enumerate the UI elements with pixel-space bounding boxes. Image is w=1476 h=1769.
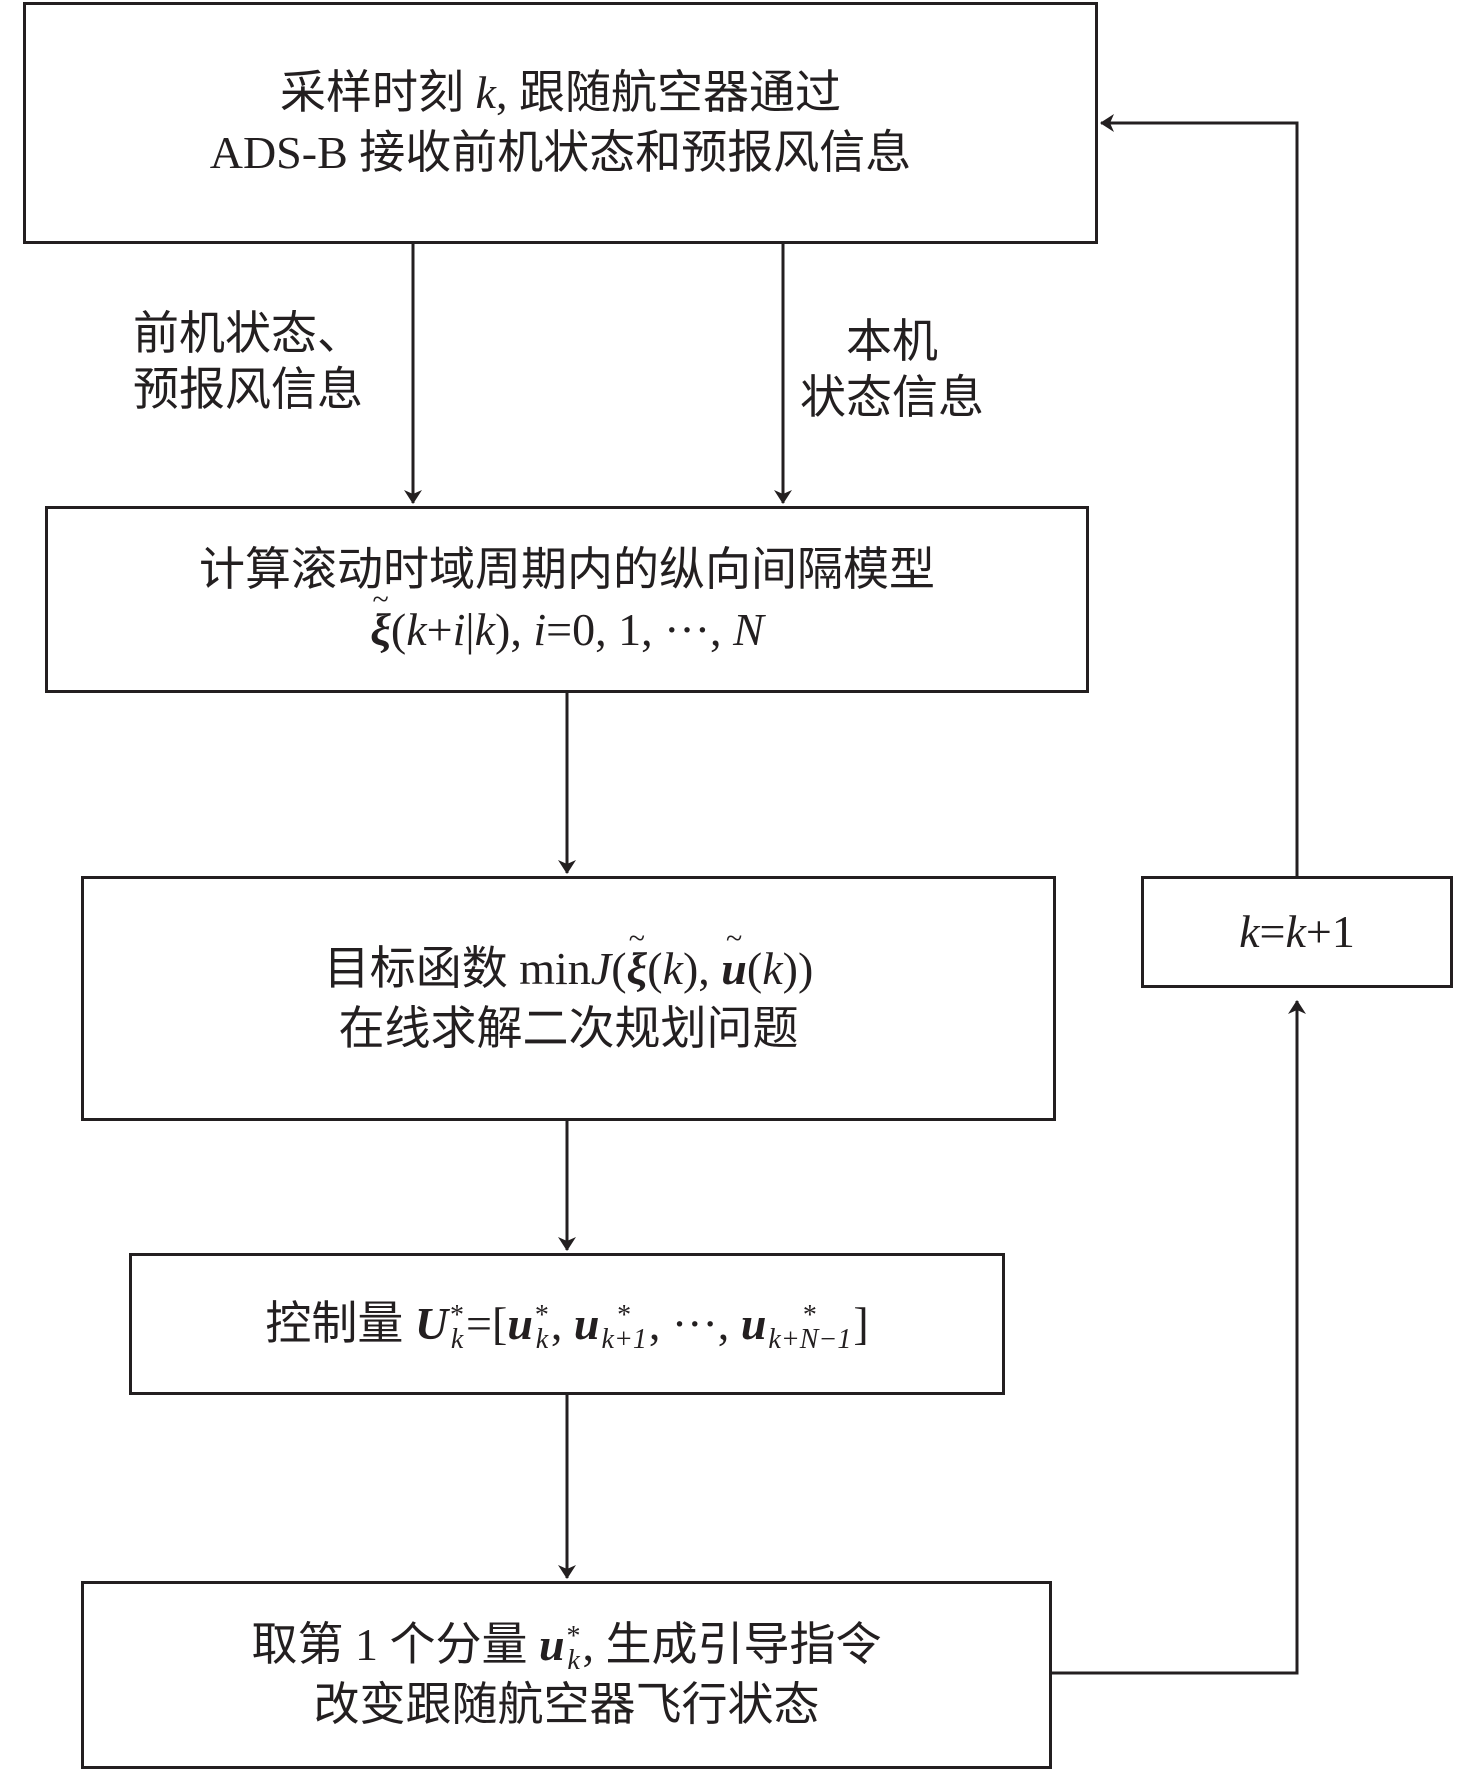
arrow-box5-loop xyxy=(1050,1000,1306,1675)
box-sampling: 采样时刻 k, 跟随航空器通过 ADS-B 接收前机状态和预报风信息 xyxy=(23,2,1098,244)
box-spacing-model-line1: 计算滚动时域周期内的纵向间隔模型 xyxy=(199,543,935,595)
box-spacing-model: 计算滚动时域周期内的纵向间隔模型 ξ(k+i|k), i=0, 1, ···, … xyxy=(45,506,1089,693)
box-guidance-line1: 取第 1 个分量 u*k, 生成引导指令 xyxy=(251,1619,882,1677)
box-increment-text: k=k+1 xyxy=(1239,906,1355,957)
box-guidance-line2: 改变跟随航空器飞行状态 xyxy=(313,1679,820,1730)
box-guidance: 取第 1 个分量 u*k, 生成引导指令 改变跟随航空器飞行状态 xyxy=(81,1581,1052,1769)
box-control: 控制量 U*k=[u*k, u*k+1, ···, u*k+N−1] xyxy=(129,1253,1005,1395)
label-own-line2: 状态信息 xyxy=(800,372,984,423)
box-objective-line2: 在线求解二次规划问题 xyxy=(338,1002,799,1054)
label-own-info: 本机 状态信息 xyxy=(800,314,984,426)
xi-symbol: ξ xyxy=(370,600,391,660)
box-objective-line1: 目标函数 minJ(ξ(k), u(k)) xyxy=(324,939,814,999)
box-increment: k=k+1 xyxy=(1141,876,1453,988)
label-leader-line2: 预报风信息 xyxy=(133,364,363,415)
box-sampling-line1: 采样时刻 k, 跟随航空器通过 xyxy=(280,63,841,123)
box-objective: 目标函数 minJ(ξ(k), u(k)) 在线求解二次规划问题 xyxy=(81,876,1056,1121)
label-own-line1: 本机 xyxy=(846,316,938,367)
box-sampling-line2: ADS-B 接收前机状态和预报风信息 xyxy=(209,127,912,178)
box-spacing-model-line2: ξ(k+i|k), i=0, 1, ···, N xyxy=(370,600,764,660)
text-a: 采样时刻 k, 跟随航空器通过 xyxy=(280,67,841,118)
box-control-line1: 控制量 U*k=[u*k, u*k+1, ···, u*k+N−1] xyxy=(265,1298,869,1356)
arrow-loop-box1 xyxy=(1100,114,1299,878)
label-leader-info: 前机状态、 预报风信息 xyxy=(133,306,363,418)
label-leader-line1: 前机状态、 xyxy=(133,308,363,359)
